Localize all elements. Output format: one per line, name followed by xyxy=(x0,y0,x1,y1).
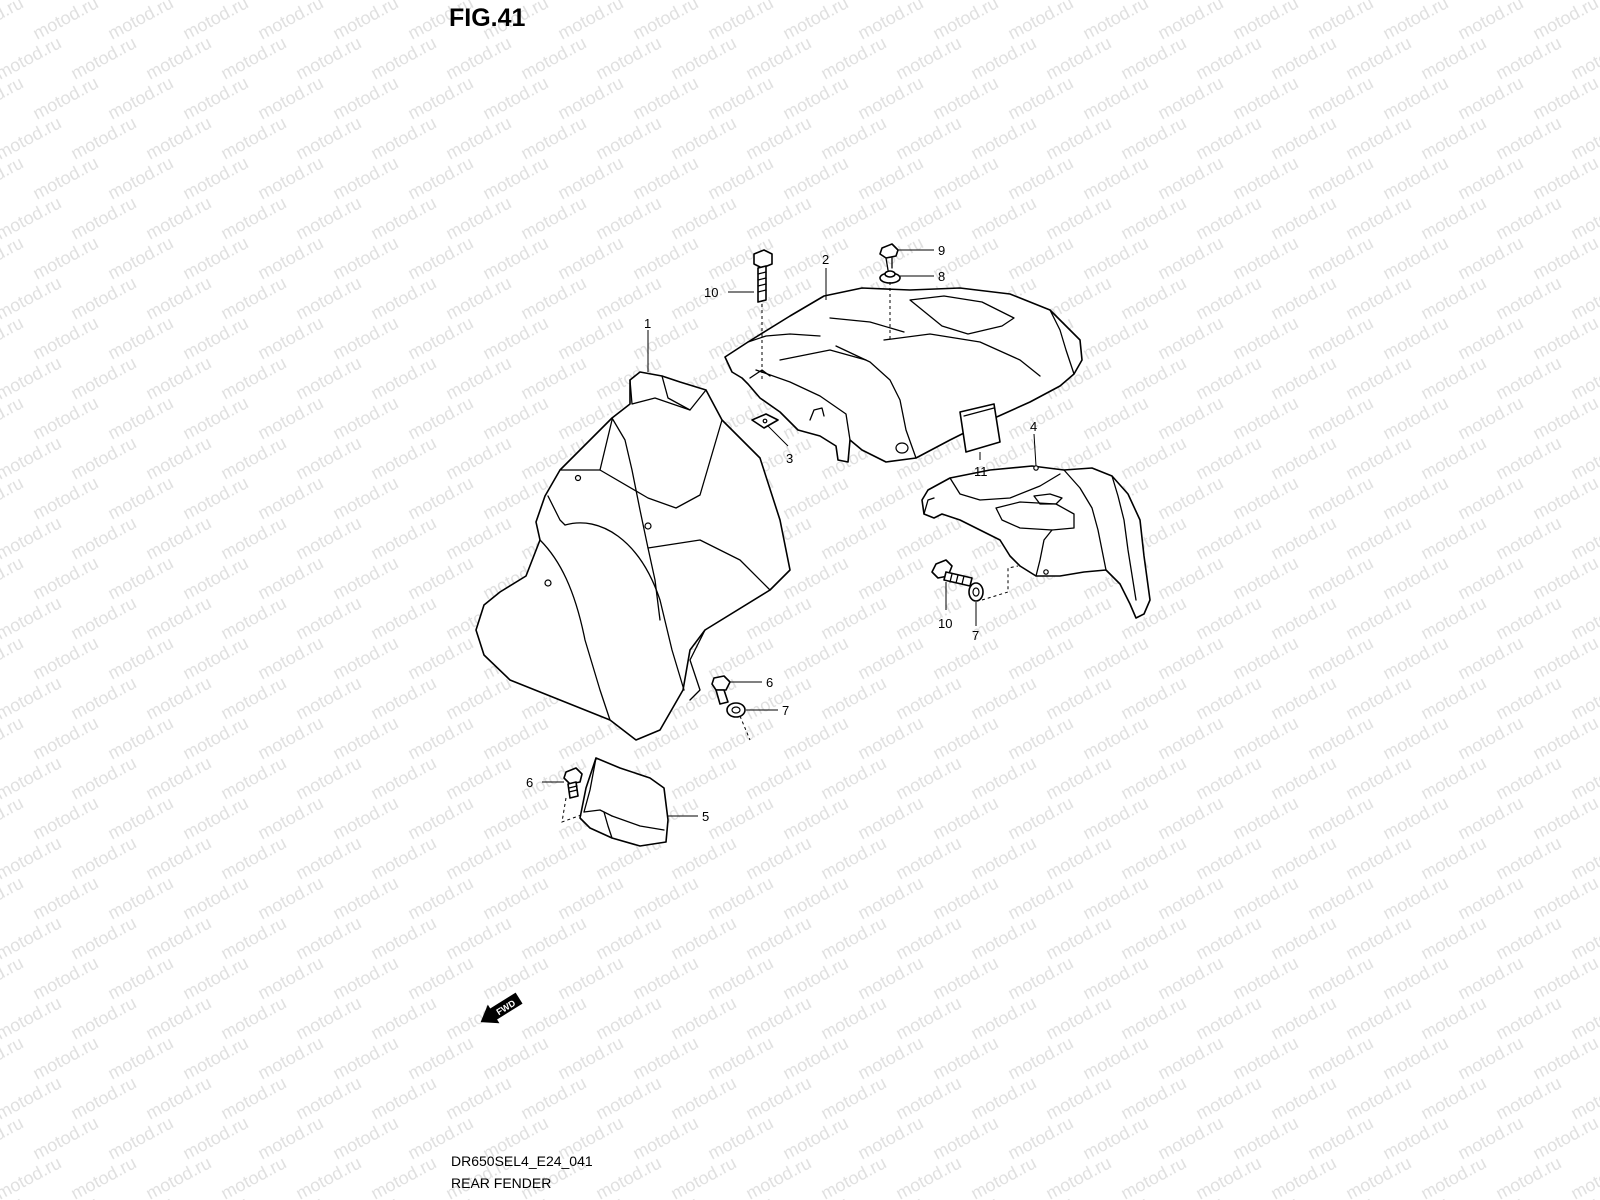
assembly-lines xyxy=(561,282,1019,823)
callout-5: 5 xyxy=(668,809,709,824)
callout-1: 1 xyxy=(644,316,651,372)
callout-label: 10 xyxy=(938,616,952,631)
callout-8: 8 xyxy=(900,269,945,284)
callout-label: 9 xyxy=(938,243,945,258)
callout-label: 3 xyxy=(786,451,793,466)
callout-10-lower: 10 xyxy=(938,582,952,631)
nut-part-8[interactable] xyxy=(879,270,901,284)
callout-6-left: 6 xyxy=(526,775,564,790)
figure-code: DR650SEL4_E24_041 xyxy=(451,1153,593,1169)
fwd-arrow: FWD xyxy=(480,992,523,1024)
figure-name: REAR FENDER xyxy=(451,1175,552,1191)
callout-6-right: 6 xyxy=(730,675,773,690)
callout-label: 8 xyxy=(938,269,945,284)
callout-9: 9 xyxy=(898,243,945,258)
splash-guard-part-5[interactable] xyxy=(579,757,669,847)
rear-fender-part-1[interactable] xyxy=(475,371,791,741)
washer-part-7-lower[interactable] xyxy=(968,582,984,602)
callout-label: 6 xyxy=(766,675,773,690)
callout-label: 7 xyxy=(972,628,979,643)
callout-label: 2 xyxy=(822,252,829,267)
callout-label: 7 xyxy=(782,703,789,718)
washer-part-7-middle[interactable] xyxy=(726,702,746,718)
bolt-part-6-left[interactable] xyxy=(563,767,583,799)
bolt-part-10-upper[interactable] xyxy=(753,249,773,303)
callout-label: 6 xyxy=(526,775,533,790)
callout-label: 11 xyxy=(974,464,988,479)
callout-label: 10 xyxy=(704,285,718,300)
callout-11: 11 xyxy=(974,452,988,479)
rear-fender-part-4[interactable] xyxy=(921,465,1151,619)
bolt-part-10-lower[interactable] xyxy=(931,559,973,587)
callout-label: 5 xyxy=(702,809,709,824)
callout-4: 4 xyxy=(1030,419,1037,467)
bracket-part-3[interactable] xyxy=(751,413,779,429)
callout-7-middle: 7 xyxy=(746,703,789,718)
screw-part-9[interactable] xyxy=(879,243,899,271)
callout-2: 2 xyxy=(822,252,829,300)
callout-10-upper: 10 xyxy=(704,285,754,300)
callout-3: 3 xyxy=(767,425,793,466)
reflector-part-11[interactable] xyxy=(959,403,1001,453)
callout-label: 1 xyxy=(644,316,651,331)
figure-title: FIG.41 xyxy=(449,4,526,32)
bolt-part-6-right[interactable] xyxy=(711,675,731,705)
callout-label: 4 xyxy=(1030,419,1037,434)
callout-7-lower: 7 xyxy=(972,602,979,643)
